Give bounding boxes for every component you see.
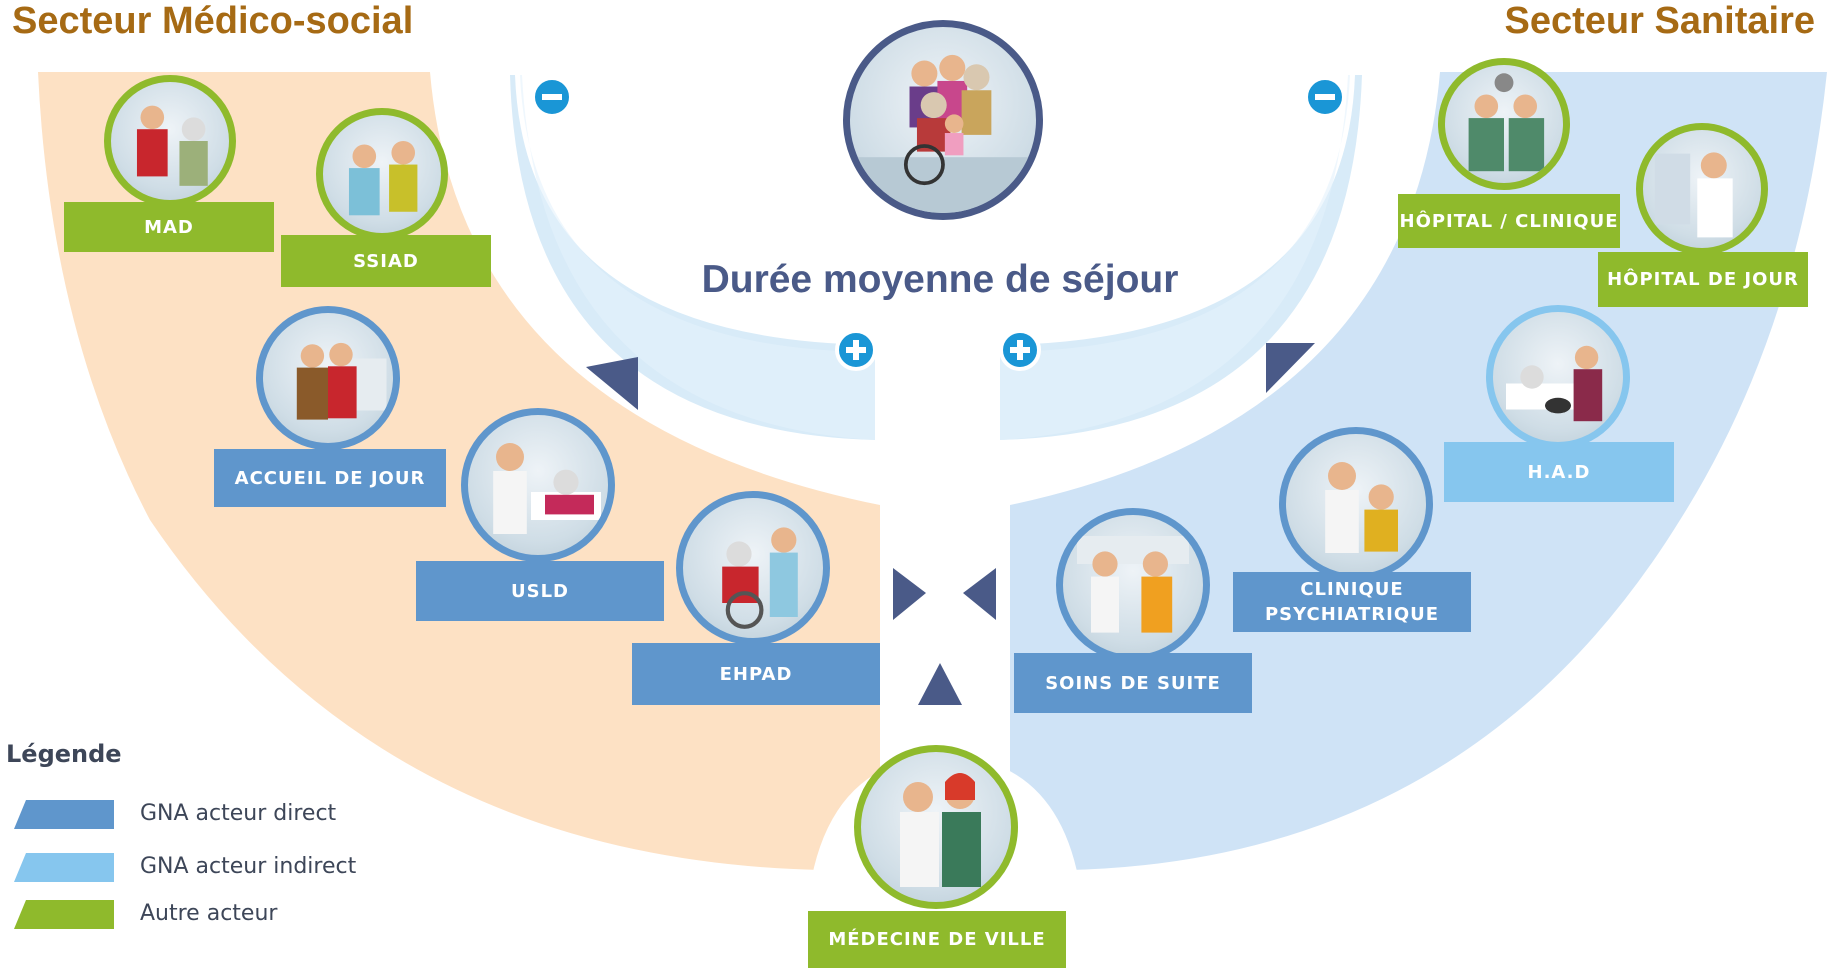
psy-label-line2: PSYCHIATRIQUE: [1264, 604, 1440, 625]
sector-title-sanitaire: Secteur Sanitaire: [1504, 0, 1815, 42]
clinique-psychiatrique-label: CLINIQUE PSYCHIATRIQUE: [1233, 572, 1471, 632]
ssiad-picture: [316, 108, 448, 240]
plus-right-icon: [999, 329, 1041, 371]
arrow-left-upper-icon: [586, 357, 638, 410]
hopital-de-jour-label: HÔPITAL DE JOUR: [1598, 252, 1808, 307]
arrow-center-up-icon: [918, 663, 962, 705]
legend-swatch-direct: [14, 800, 114, 829]
stay-arc-left-fill: [520, 75, 875, 440]
arrow-center-left-icon: [963, 568, 996, 620]
average-stay-label: Durée moyenne de séjour: [701, 258, 1179, 301]
accueil-picture: [256, 306, 400, 450]
day-care-icon: [296, 342, 387, 420]
medecine-picture: [854, 745, 1018, 909]
psychiatry-icon: [1325, 462, 1398, 553]
legend-label-direct: GNA acteur direct: [140, 801, 337, 826]
legend-swatch-other: [14, 900, 114, 929]
arrow-right-upper-icon: [1266, 343, 1315, 393]
ehpad-picture: [676, 491, 830, 645]
soins-de-suite-picture: [1056, 508, 1210, 662]
rehabilitation-icon: [1077, 536, 1189, 633]
medecine-de-ville-label: MÉDECINE DE VILLE: [808, 911, 1066, 968]
family-icon: [850, 54, 1036, 213]
usld-picture: [461, 408, 615, 562]
stay-arc-right-fill: [1000, 75, 1350, 440]
day-hospital-icon: [1654, 152, 1733, 238]
long-stay-icon: [493, 443, 601, 534]
accueil-de-jour-label: ACCUEIL DE JOUR: [214, 449, 446, 507]
hopital-de-jour-picture: [1636, 123, 1768, 255]
minus-left-icon: [531, 76, 573, 118]
home-help-icon: [136, 105, 208, 186]
surgery-icon: [1468, 73, 1545, 172]
hopital-picture: [1438, 58, 1570, 190]
had-label: H.A.D: [1444, 442, 1674, 502]
hopital-clinique-label: HÔPITAL / CLINIQUE: [1398, 194, 1620, 248]
mad-picture: [104, 75, 236, 207]
sector-title-medico-social: Secteur Médico-social: [12, 0, 414, 42]
nursing-home-icon: [722, 527, 798, 629]
had-picture: [1486, 305, 1630, 449]
ssiad-label: SSIAD: [281, 235, 491, 287]
ehpad-label: EHPAD: [632, 643, 880, 705]
arrow-center-right-icon: [893, 568, 926, 620]
usld-label: USLD: [416, 561, 664, 621]
soins-de-suite-label: SOINS DE SUITE: [1014, 653, 1252, 713]
legend-label-indirect: GNA acteur indirect: [140, 854, 357, 879]
nursing-care-icon: [348, 140, 418, 216]
home-hospitalization-icon: [1506, 345, 1603, 422]
general-practitioner-icon: [900, 773, 981, 887]
legend-label-other: Autre acteur: [140, 901, 278, 926]
psychiatrie-picture: [1279, 427, 1433, 581]
mad-label: MAD: [64, 202, 274, 252]
psy-label-line1: CLINIQUE: [1300, 579, 1404, 600]
legend-title: Légende: [6, 740, 122, 768]
plus-left-icon: [835, 329, 877, 371]
legend-swatch-indirect: [14, 853, 114, 882]
minus-right-icon: [1304, 76, 1346, 118]
family-picture: [843, 20, 1043, 220]
